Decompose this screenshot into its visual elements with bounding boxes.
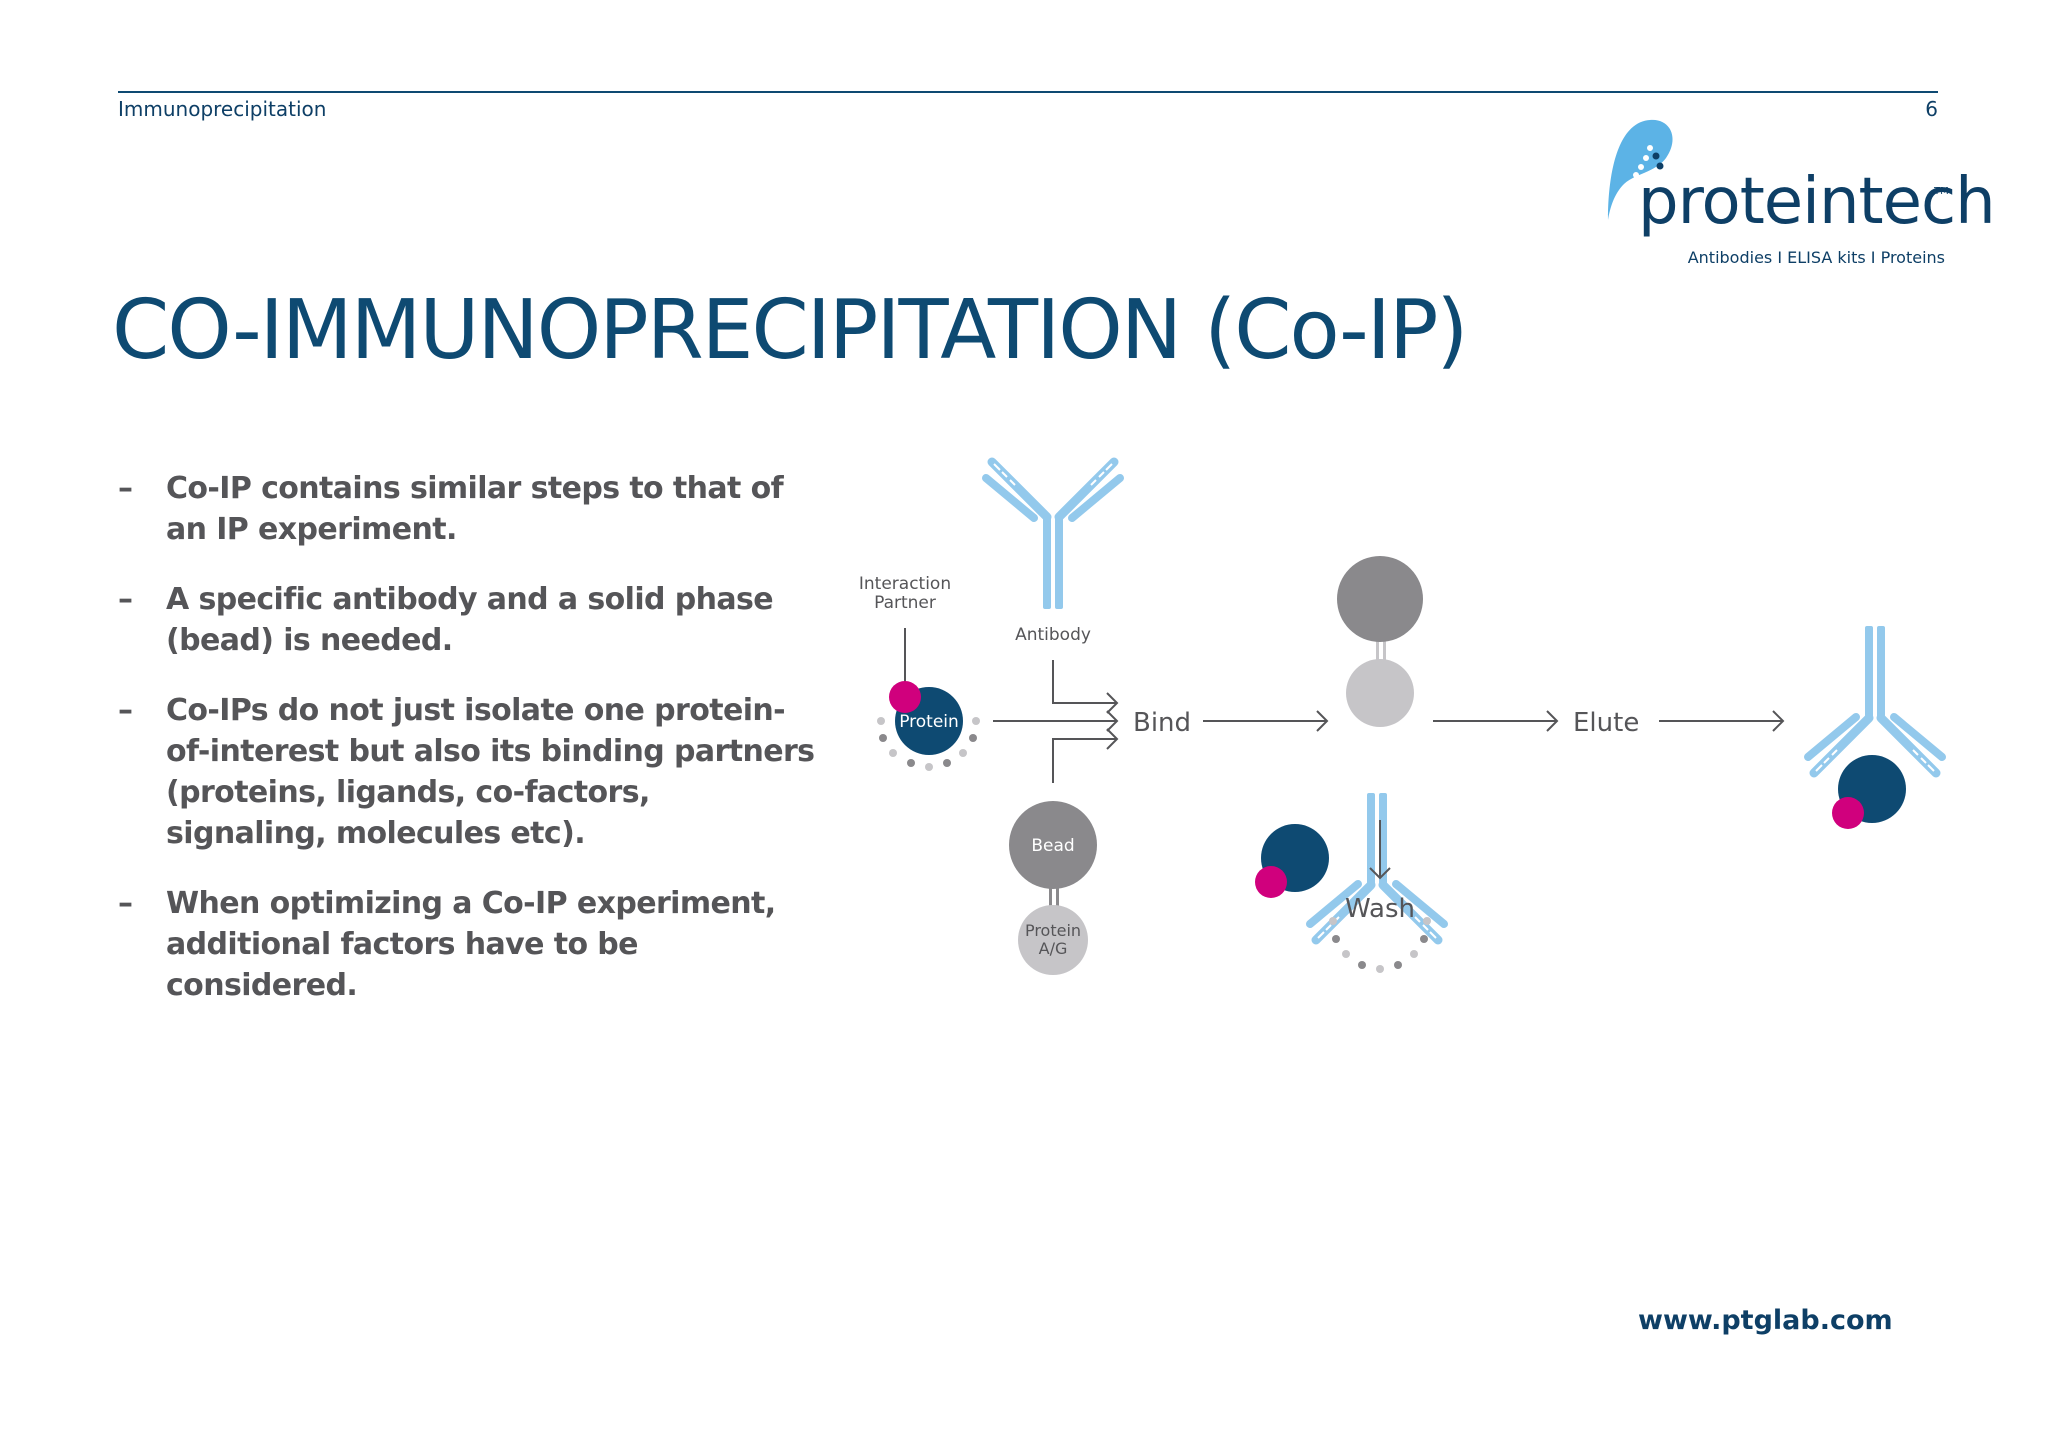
antibody-icon <box>986 462 1120 609</box>
complex-to-elute-arrow <box>1433 710 1559 732</box>
logo-trademark: TM <box>1934 186 1949 197</box>
bead-connector <box>1049 885 1052 909</box>
complex-bead-circle <box>1337 556 1423 642</box>
page-title: CO-IMMUNOPRECIPITATION (Co-IP) <box>112 283 1468 378</box>
eluted-antibody-icon <box>1808 626 1942 773</box>
elute-label: Elute <box>1573 708 1639 738</box>
bullet-text: Co-IP contains similar steps to that of … <box>166 471 784 547</box>
website-link[interactable]: www.ptglab.com <box>1638 1305 1893 1336</box>
complex-protein-ag-circle <box>1346 659 1414 727</box>
bullet-text: A specific antibody and a solid phase (b… <box>166 582 774 658</box>
logo-tagline: Antibodies I ELISA kits I Proteins <box>1687 248 1945 267</box>
bind-to-complex-arrow <box>1203 710 1329 732</box>
bullet-item: – Co-IPs do not just isolate one protein… <box>118 690 818 854</box>
eluted-partner-circle <box>1832 797 1864 829</box>
bead-connector <box>1056 885 1059 909</box>
proteintech-logo: proteintech TM Antibodies I ELISA kits I… <box>1600 112 1996 272</box>
wash-arrow <box>1369 820 1391 880</box>
bullet-list: – Co-IP contains similar steps to that o… <box>118 468 818 1035</box>
bullet-text: Co-IPs do not just isolate one protein-o… <box>166 693 815 851</box>
protein-ag-circle <box>1018 905 1088 975</box>
complex-partner-circle <box>1255 866 1287 898</box>
logo-wordmark: proteintech <box>1638 165 1996 239</box>
wash-dots <box>1329 917 1431 973</box>
bind-arrows <box>993 660 1119 783</box>
header-rule <box>118 91 1938 93</box>
wash-label: Wash <box>1345 894 1415 924</box>
bullet-dash: – <box>118 471 133 506</box>
bullet-item: – When optimizing a Co-IP experiment, ad… <box>118 883 818 1006</box>
lysate-dots <box>877 717 980 771</box>
complex-connector <box>1383 640 1386 662</box>
protein-ag-label: Protein <box>1025 921 1081 940</box>
interaction-partner-label: Partner <box>874 593 936 613</box>
bead-circle <box>1009 801 1097 889</box>
section-title: Immunoprecipitation <box>118 97 327 121</box>
antibody-label: Antibody <box>1015 625 1091 645</box>
bullet-dash: – <box>118 582 133 617</box>
bullet-dash: – <box>118 886 133 921</box>
bullet-text: When optimizing a Co-IP experiment, addi… <box>166 886 776 1003</box>
page-number: 6 <box>1925 97 1938 121</box>
protein-ag-label: A/G <box>1039 939 1068 958</box>
interaction-partner-label: Interaction <box>859 574 951 594</box>
logo-drop-icon <box>1608 119 1673 220</box>
bullet-dash: – <box>118 693 133 728</box>
protein-label: Protein <box>899 712 959 732</box>
bullet-item: – A specific antibody and a solid phase … <box>118 579 818 661</box>
elute-to-result-arrow <box>1659 710 1785 732</box>
complex-connector <box>1376 640 1379 662</box>
interaction-partner-circle <box>889 681 921 713</box>
bullet-item: – Co-IP contains similar steps to that o… <box>118 468 818 550</box>
bind-label: Bind <box>1133 708 1191 738</box>
bead-label: Bead <box>1031 836 1074 856</box>
